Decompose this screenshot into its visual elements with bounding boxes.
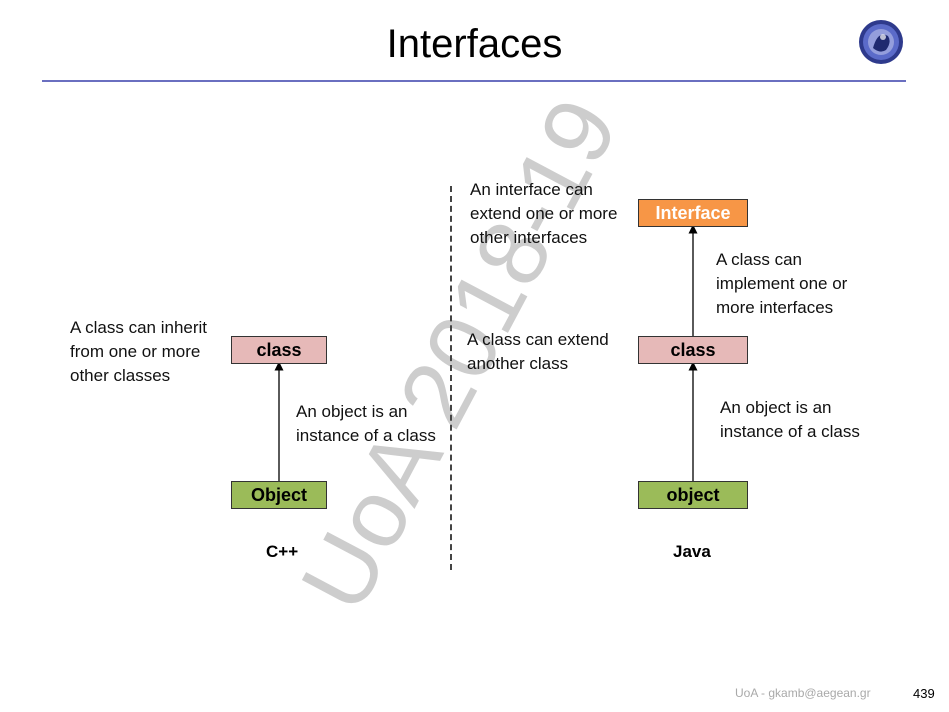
java-class-box: class [638, 336, 748, 364]
cpp-caption: C++ [266, 542, 299, 561]
university-logo-icon [859, 20, 903, 64]
java-interface-box: Interface [638, 199, 748, 227]
java-caption: Java [673, 542, 711, 561]
language-divider [450, 186, 452, 570]
cpp-inherit-note: A class can inherit from one or more oth… [70, 318, 208, 385]
cpp-instance-note: An object is an instance of a class [296, 402, 436, 445]
java-interface-extend-note: An interface can extend one or more othe… [470, 180, 618, 247]
page-title: Interfaces [386, 22, 563, 66]
page-number: 439 [913, 686, 935, 701]
footer-credit: UoA - gkamb@aegean.gr [735, 686, 871, 700]
java-implement-note: A class can implement one or more interf… [716, 250, 848, 317]
cpp-object-box: Object [231, 481, 327, 509]
java-class-extend-note: A class can extend another class [467, 330, 609, 373]
title-divider [42, 80, 906, 82]
cpp-class-box: class [231, 336, 327, 364]
java-object-box: object [638, 481, 748, 509]
java-instance-note: An object is an instance of a class [720, 398, 860, 441]
